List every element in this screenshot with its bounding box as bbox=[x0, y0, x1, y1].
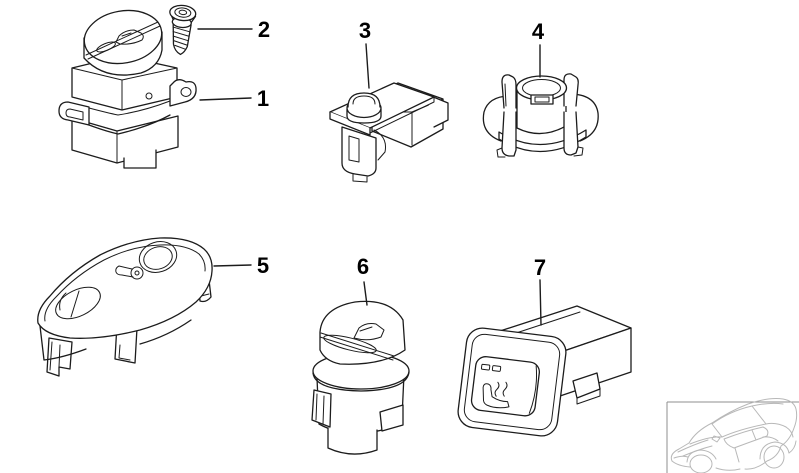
leader-lines bbox=[197, 28, 542, 326]
callout-2[interactable]: 2 bbox=[257, 17, 271, 42]
callout-1[interactable]: 1 bbox=[256, 86, 270, 111]
seat-heating-icon bbox=[482, 381, 510, 409]
leader-line-7 bbox=[539, 279, 542, 326]
part-6-rotary-switch bbox=[311, 300, 410, 455]
inset-border bbox=[666, 401, 799, 473]
car-sunroof-icon bbox=[353, 323, 385, 341]
part-4-socket-housing bbox=[482, 73, 599, 158]
car-silhouette-icon bbox=[670, 398, 798, 473]
callout-5[interactable]: 5 bbox=[256, 253, 270, 278]
callout-7[interactable]: 7 bbox=[533, 255, 547, 280]
part-5-oval-switch-panel bbox=[37, 237, 213, 377]
leader-line-6 bbox=[363, 281, 368, 306]
callout-4[interactable]: 4 bbox=[531, 19, 545, 44]
callout-6[interactable]: 6 bbox=[356, 254, 370, 279]
leader-line-3 bbox=[365, 43, 370, 89]
leader-line-5 bbox=[213, 264, 252, 267]
car-sunroof-icon bbox=[115, 29, 144, 45]
callout-3[interactable]: 3 bbox=[358, 18, 372, 43]
leader-line-1 bbox=[199, 97, 252, 101]
part-3-push-button-switch bbox=[329, 82, 449, 183]
part-7-seat-heating-switch bbox=[457, 305, 632, 437]
car-inset bbox=[666, 398, 799, 473]
part-2-screw bbox=[169, 4, 197, 56]
part-1-switch-with-mounting-bracket bbox=[58, 9, 197, 169]
